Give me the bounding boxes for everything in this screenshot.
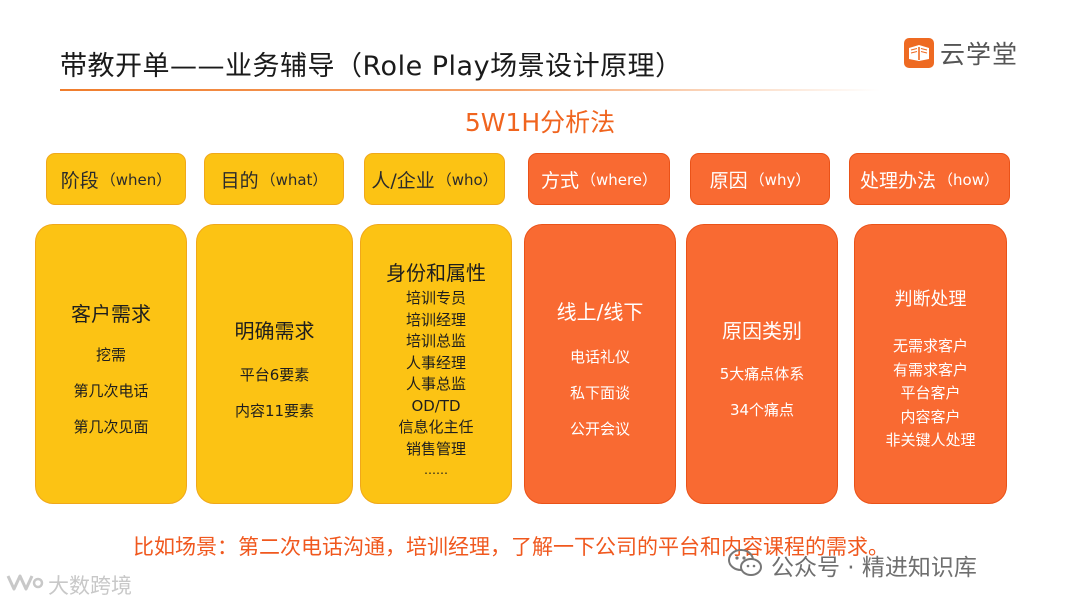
header-how: 处理办法（how） (849, 153, 1010, 205)
header-who-sub: （who） (436, 170, 498, 189)
wechat-icon (727, 548, 763, 582)
card-when-line: 第几次电话 (73, 382, 149, 400)
header-why: 原因（why） (690, 153, 830, 205)
card-how-line: 有需求客户 (892, 360, 968, 379)
watermark-left: 大数跨境 (4, 568, 132, 602)
book-icon (904, 38, 934, 68)
card-how-line: 非关键人处理 (885, 431, 976, 449)
slide-title: 带教开单——业务辅导（Role Play场景设计原理） (60, 51, 683, 82)
watermark-right: 公众号 · 精进知识库 (727, 548, 977, 582)
card-how-line: 内容客户 (900, 407, 961, 426)
card-who-line: 培训总监 (405, 332, 466, 350)
card-who-heading: 身份和属性 (386, 261, 486, 285)
card-who-line: 信息化主任 (398, 418, 474, 436)
card-where-heading: 线上/线下 (556, 300, 644, 324)
card-how-line: 平台客户 (900, 384, 961, 402)
card-who-line: 销售管理 (405, 439, 466, 458)
card-why-line: 34个痛点 (729, 401, 795, 419)
header-why-main: 原因 (709, 169, 748, 192)
header-where-main: 方式 (540, 169, 579, 192)
card-why-heading: 原因类别 (722, 319, 802, 343)
card-what-line: 平台6要素 (239, 366, 310, 384)
logo: 云学堂 (904, 36, 1018, 70)
example-scenario: 比如场景：第二次电话沟通，培训经理，了解一下公司的平台和内容课程的需求。 (133, 535, 889, 559)
card-when: 客户需求 挖需 第几次电话 第几次见面 (35, 224, 187, 504)
header-who: 人/企业（who） (364, 153, 505, 205)
card-who-line: 培训专员 (405, 289, 466, 307)
header-how-sub: （how） (938, 170, 999, 189)
header-who-main: 人/企业 (371, 169, 435, 192)
header-what-main: 目的 (220, 169, 259, 192)
header-where-sub: （where） (580, 170, 658, 189)
header-how-main: 处理办法 (860, 169, 937, 192)
card-how-line: 无需求客户 (892, 337, 968, 355)
card-when-heading: 客户需求 (71, 302, 151, 326)
card-how: 判断处理 无需求客户 有需求客户 平台客户 内容客户 非关键人处理 (854, 224, 1007, 504)
card-when-line: 挖需 (95, 346, 126, 364)
card-what: 明确需求 平台6要素 内容11要素 (196, 224, 353, 504)
subtitle: 5W1H分析法 (464, 108, 616, 137)
card-where-line: 公开会议 (569, 420, 630, 438)
card-who-line: …… (424, 463, 448, 477)
watermark-right-text: 公众号 · 精进知识库 (771, 555, 977, 581)
card-why: 原因类别 5大痛点体系 34个痛点 (686, 224, 838, 504)
title-underline (60, 89, 880, 91)
header-when-main: 阶段 (60, 169, 99, 192)
card-who: 身份和属性 培训专员 培训经理 培训总监 人事经理 人事总监 OD/TD 信息化… (360, 224, 512, 504)
card-who-line: OD/TD (411, 396, 461, 415)
card-where-line: 私下面谈 (569, 384, 630, 402)
card-who-line: 人事总监 (405, 375, 466, 393)
card-who-line: 培训经理 (405, 310, 466, 329)
card-where-line: 电话礼仪 (569, 348, 630, 366)
header-when-sub: （when） (100, 170, 172, 189)
header-when: 阶段（when） (46, 153, 186, 205)
card-where: 线上/线下 电话礼仪 私下面谈 公开会议 (524, 224, 676, 504)
logo-text: 云学堂 (940, 40, 1019, 69)
header-why-sub: （why） (749, 170, 811, 189)
header-where: 方式（where） (528, 153, 670, 205)
card-who-line: 人事经理 (405, 353, 466, 372)
card-what-heading: 明确需求 (234, 319, 315, 343)
watermark-left-text: 大数跨境 (48, 574, 132, 598)
card-when-line: 第几次见面 (73, 418, 149, 436)
wechat-channel-icon (4, 570, 44, 600)
header-what-sub: （what） (260, 170, 328, 189)
card-why-line: 5大痛点体系 (719, 365, 805, 383)
card-what-line: 内容11要素 (234, 402, 315, 420)
card-how-heading: 判断处理 (894, 289, 967, 310)
header-what: 目的（what） (204, 153, 344, 205)
